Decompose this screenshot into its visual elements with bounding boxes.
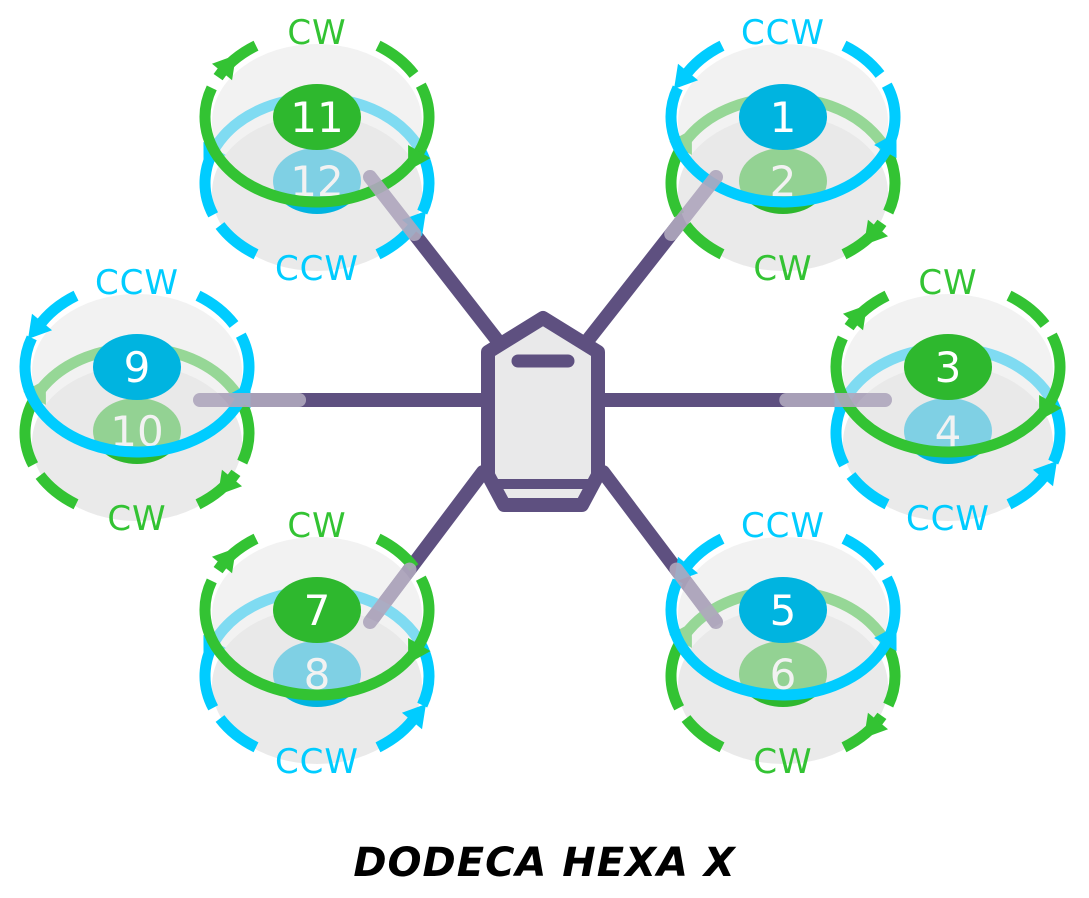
- rotation-arc: [215, 222, 259, 260]
- rotation-arrow-icon: [874, 132, 897, 159]
- motor-7-8: CCW8CW7: [199, 506, 435, 782]
- motor-badge-top: [273, 577, 361, 643]
- motor-number-top: 9: [124, 343, 151, 392]
- motor-badge-top: [93, 334, 181, 400]
- motor-3-4: CCW4CW3: [779, 263, 1066, 539]
- arm-tip: [363, 170, 422, 242]
- arm-tip: [664, 170, 723, 242]
- rotation-arc: [215, 715, 259, 753]
- rotation-arc: [841, 533, 885, 571]
- motor-badge-top: [739, 577, 827, 643]
- motors: CCW12CW11CW2CCW1CW10CCW9CCW4CW3CCW8CW7CW…: [19, 13, 1066, 782]
- rotation-arc: [195, 290, 239, 328]
- rotation-arc: [681, 715, 725, 753]
- rotation-arrow-icon: [401, 704, 426, 730]
- rotation-arc: [665, 82, 901, 208]
- motor-badge-top: [273, 84, 361, 150]
- diagram-title: DODECA HEXA X: [353, 840, 736, 886]
- rotation-ring-top: CW: [830, 263, 1066, 458]
- motor-badge-top: [739, 84, 827, 150]
- rotation-arrow-icon: [863, 712, 889, 739]
- motor-9-10: CW10CCW9: [19, 263, 307, 539]
- rotation-ring-top: CCW: [665, 13, 901, 208]
- rotation-label: CCW: [741, 506, 825, 546]
- rotation-arrow-icon: [408, 144, 431, 171]
- rotation-arc: [35, 472, 79, 510]
- rotation-arc: [665, 575, 901, 701]
- rotation-arrow-icon: [217, 469, 243, 496]
- rotation-label: CW: [753, 742, 812, 782]
- rotation-arc: [846, 472, 890, 510]
- rotation-arc: [199, 575, 435, 701]
- rotation-label: CW: [287, 506, 346, 546]
- rotation-label: CCW: [275, 742, 359, 782]
- rotation-arrow-icon: [874, 625, 897, 652]
- motor-number-top: 5: [770, 586, 797, 635]
- rotation-label: CW: [287, 13, 346, 53]
- rotation-label: CCW: [275, 249, 359, 289]
- rotation-arrow-icon: [28, 313, 53, 339]
- rotation-ring-top: CW: [199, 13, 435, 208]
- motor-5-6: CW6CCW5: [665, 506, 901, 782]
- rotation-arc: [830, 332, 1066, 458]
- motor-11-12: CCW12CW11: [199, 13, 435, 289]
- body-outline: [481, 311, 605, 512]
- rotation-arrow-icon: [863, 219, 889, 246]
- arm-tip: [669, 562, 723, 629]
- rotation-arc: [841, 40, 885, 78]
- motor-badge-top: [904, 334, 992, 400]
- rotation-label: CCW: [741, 13, 825, 53]
- rotation-arc: [199, 82, 435, 208]
- rotation-arc: [681, 222, 725, 260]
- rotation-arrow-icon: [211, 547, 237, 574]
- rotation-ring-top: CCW: [19, 263, 255, 458]
- motor-number-top: 3: [935, 343, 962, 392]
- rotation-arc: [375, 40, 419, 78]
- rotation-arc: [19, 332, 255, 458]
- rotation-arrow-icon: [408, 637, 431, 664]
- rotation-ring-top: CW: [199, 506, 435, 701]
- flight-controller-body: [481, 311, 605, 512]
- rotation-arrow-icon: [674, 63, 699, 89]
- rotation-label: CW: [107, 499, 166, 539]
- motor-number-top: 1: [770, 93, 797, 142]
- rotation-arc: [1006, 290, 1050, 328]
- motor-1-2: CW2CCW1: [664, 13, 901, 289]
- rotation-arrow-icon: [842, 304, 868, 331]
- rotation-label: CW: [753, 249, 812, 289]
- motor-number-top: 11: [290, 93, 343, 142]
- rotation-label: CCW: [906, 499, 990, 539]
- rotation-arrow-icon: [211, 54, 237, 81]
- arm-tip: [363, 562, 417, 629]
- rotation-label: CW: [918, 263, 977, 303]
- motor-number-top: 7: [304, 586, 331, 635]
- rotation-arrow-icon: [1032, 461, 1057, 487]
- rotation-arrow-icon: [1039, 394, 1062, 421]
- rotation-label: CCW: [95, 263, 179, 303]
